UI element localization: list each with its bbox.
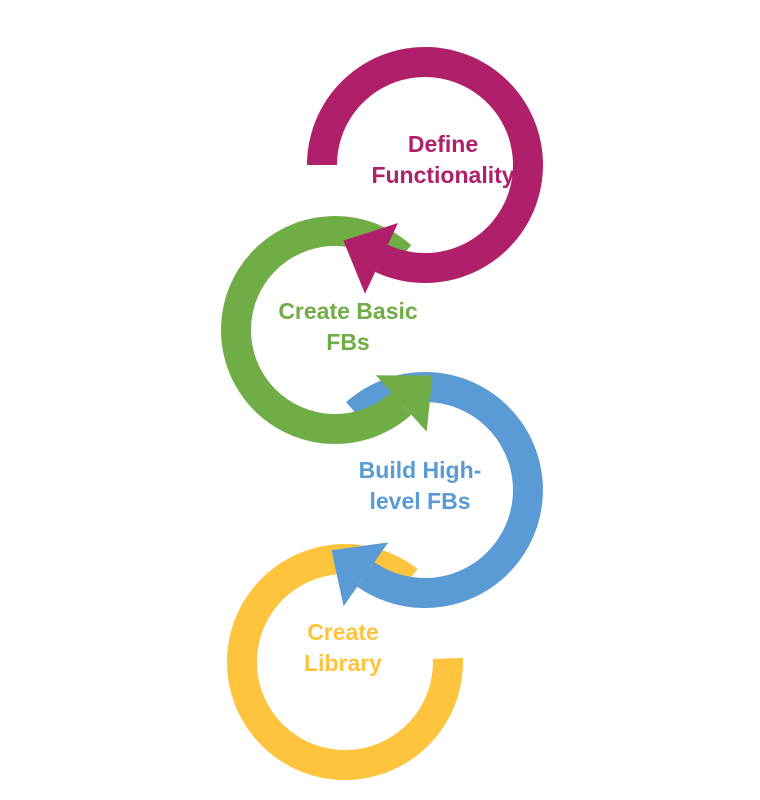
step-label-line: FBs — [326, 329, 370, 355]
step-label-create-basic-fbs: Create Basic FBs — [258, 296, 438, 358]
step-label-define-functionality: Define Functionality — [358, 129, 528, 191]
step-label-line: Define — [407, 131, 479, 157]
step-label-line: Library — [304, 650, 382, 676]
arc-body — [346, 372, 543, 609]
step-label-line: Create Basic — [278, 298, 418, 324]
step-label-line: Build High- — [358, 457, 482, 483]
step-label-line: Functionality — [371, 162, 515, 188]
step-label-create-library: Create Library — [268, 617, 418, 679]
build-high-level-fbs-arrow — [331, 372, 543, 609]
step-label-build-high-level-fbs: Build High- level FBs — [335, 455, 505, 517]
step-label-line: Create — [307, 619, 379, 645]
create-basic-fbs-arrow — [220, 216, 433, 444]
define-functionality-arrow — [307, 46, 543, 294]
arc-body — [220, 216, 412, 444]
arrowhead — [375, 375, 433, 432]
arrowhead — [331, 542, 389, 607]
step-label-line: level FBs — [369, 488, 471, 514]
arrowhead — [343, 223, 398, 294]
